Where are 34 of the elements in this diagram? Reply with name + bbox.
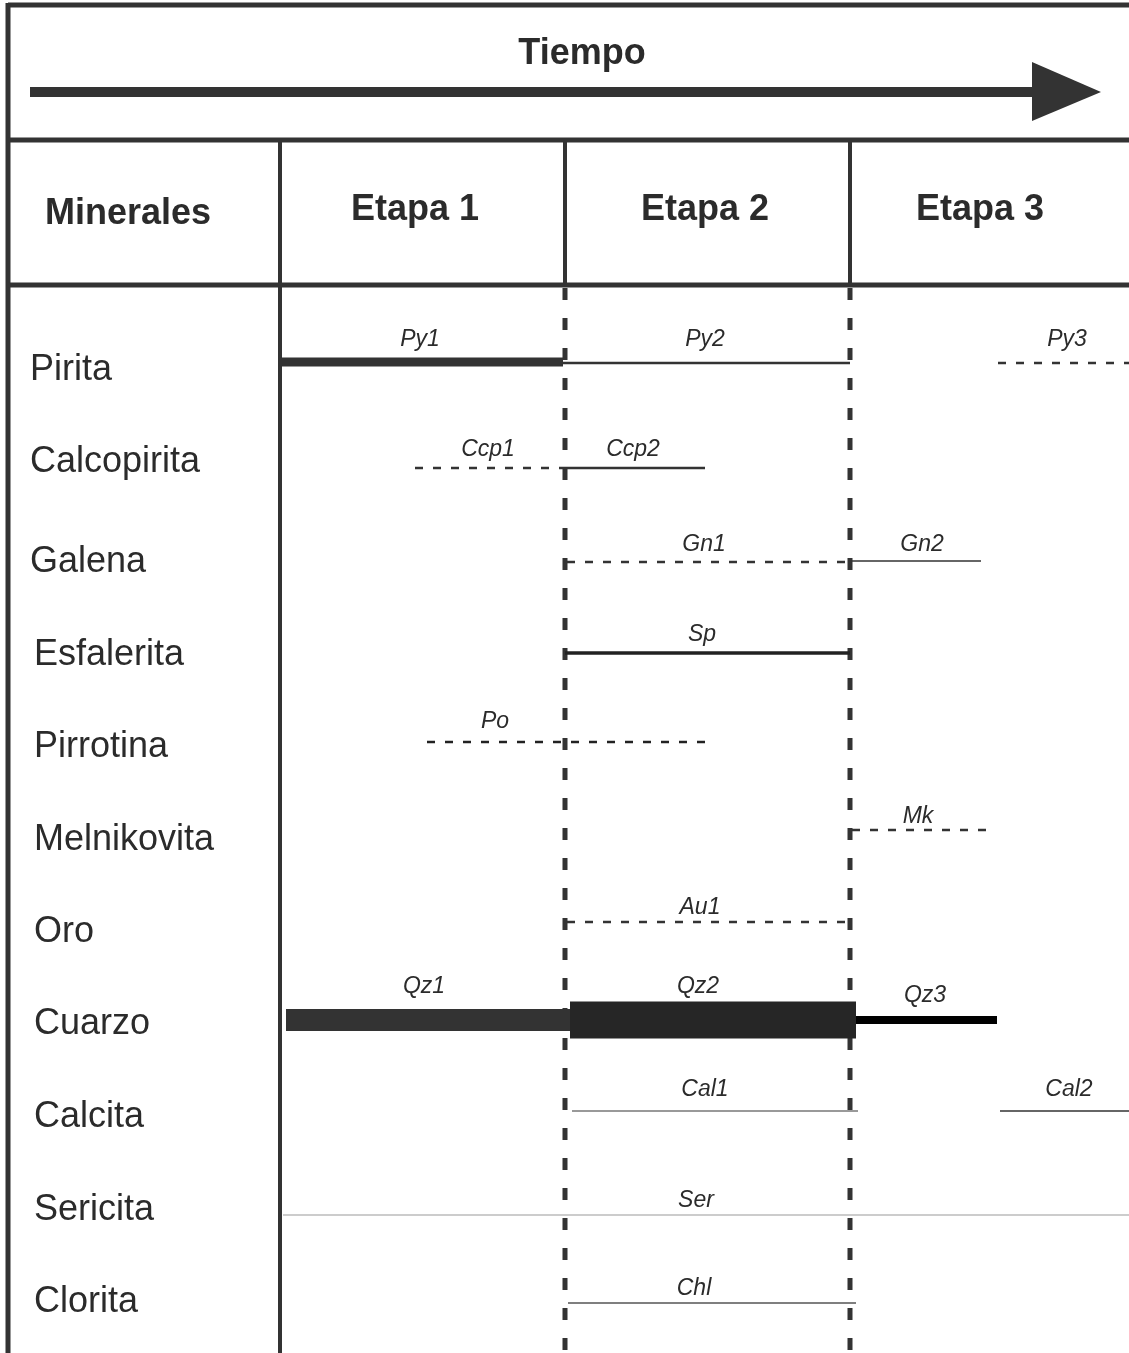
- bar-label: Mk: [902, 803, 934, 827]
- row-label: Pirita: [30, 350, 113, 386]
- bar-label: Qz2: [676, 973, 720, 997]
- bar-label: Ser: [678, 1187, 714, 1211]
- row-label: Calcita: [34, 1097, 145, 1133]
- row-label: Esfalerita: [34, 635, 185, 671]
- row-label: Oro: [34, 912, 94, 948]
- column-header: Minerales: [44, 194, 212, 230]
- bar-label: Chl: [676, 1275, 712, 1299]
- column-header: Etapa 2: [640, 190, 770, 226]
- bar-label: Cal1: [681, 1076, 729, 1100]
- bar-label: Ccp2: [606, 436, 660, 460]
- column-header: Etapa 1: [350, 190, 480, 226]
- row-label: Melnikovita: [34, 820, 215, 856]
- bar-label: Gn2: [900, 531, 944, 555]
- bar-label: Py2: [685, 326, 725, 350]
- bar-label: Cal2: [1045, 1076, 1093, 1100]
- row-label: Galena: [30, 542, 147, 578]
- row-label: Cuarzo: [34, 1004, 151, 1040]
- row-label: Clorita: [34, 1282, 139, 1318]
- row-label: Pirrotina: [34, 727, 169, 763]
- bar-label: Gn1: [682, 531, 726, 555]
- bar-label: Po: [480, 708, 510, 732]
- bar-label: Ccp1: [461, 436, 515, 460]
- column-header: Etapa 3: [915, 190, 1045, 226]
- bar-label: Qz1: [402, 973, 446, 997]
- row-label: Calcopirita: [30, 442, 201, 478]
- bar-label: Py3: [1047, 326, 1087, 350]
- bar-label: Au1: [679, 894, 721, 918]
- bar-label: Sp: [687, 621, 717, 645]
- bar-label: Py1: [400, 326, 440, 350]
- row-label: Sericita: [34, 1190, 155, 1226]
- axis-title: Tiempo: [518, 34, 646, 70]
- bar-label: Qz3: [903, 982, 947, 1006]
